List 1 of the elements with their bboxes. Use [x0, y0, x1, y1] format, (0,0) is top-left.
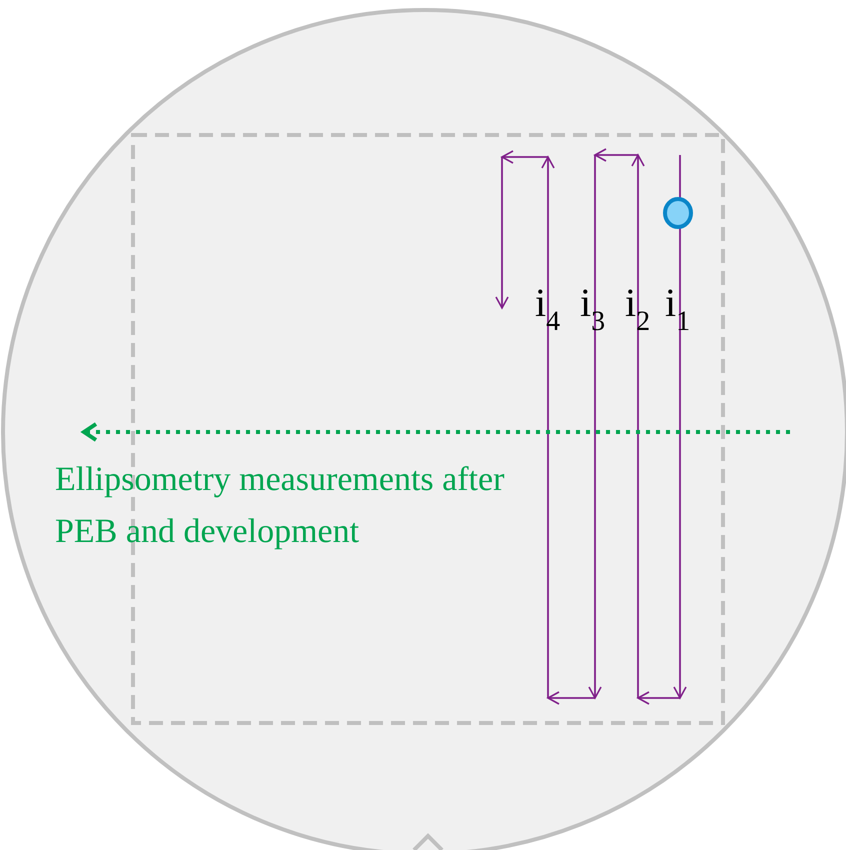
measurement-note: Ellipsometry measurements after PEB and development — [55, 460, 506, 552]
